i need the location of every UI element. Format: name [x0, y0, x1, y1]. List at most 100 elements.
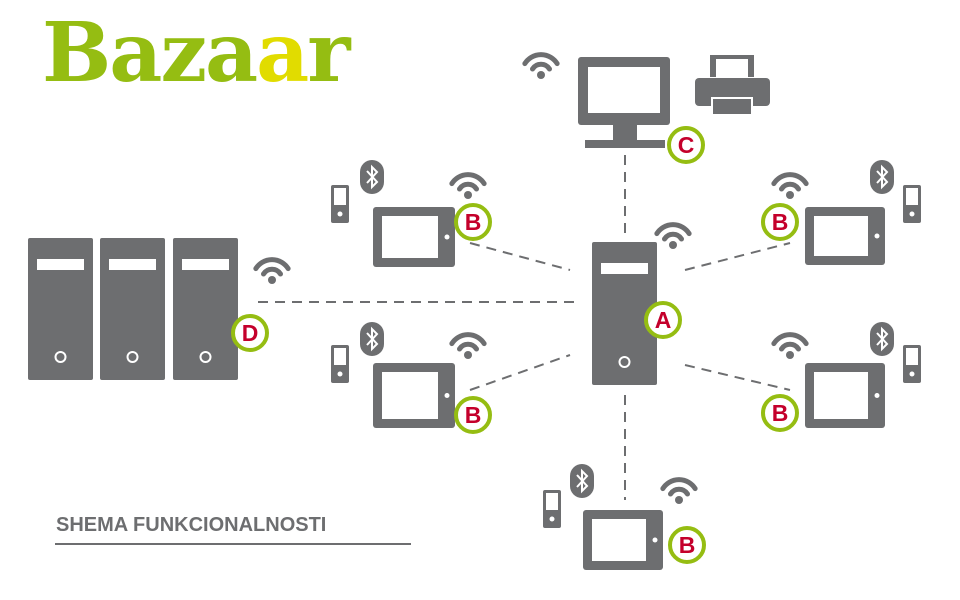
badge-ring [644, 301, 682, 339]
badge-ring [761, 394, 799, 432]
tablet-icon [583, 510, 663, 570]
wifi-arc [449, 172, 487, 187]
bluetooth-glyph [876, 326, 889, 352]
badge-letter: B [772, 209, 789, 235]
connection-line [684, 242, 791, 271]
badge-ring [454, 203, 492, 241]
tower-power [126, 351, 139, 363]
wifi-dot [268, 276, 276, 284]
wifi-icon [253, 257, 291, 284]
tower-slot [601, 263, 648, 274]
tower-slot [182, 259, 229, 270]
badge-tablet: B [761, 203, 799, 241]
logo-text-end: r [307, 5, 350, 101]
badge-ring [667, 126, 705, 164]
wifi-arc [668, 486, 690, 497]
bluetooth-icon [570, 464, 594, 498]
badge-tablet: B [668, 526, 706, 564]
wifi-icon [449, 332, 487, 359]
wifi-icon [771, 172, 809, 199]
phone-button [337, 371, 343, 377]
tablet-icon [805, 363, 885, 428]
workstation-icon [578, 57, 670, 148]
tablet-button [652, 537, 658, 543]
badge-tablet: B [761, 394, 799, 432]
wifi-arc [253, 257, 291, 272]
badge-letter: B [772, 400, 789, 426]
mobile-phone-icon [903, 185, 921, 223]
tower-power [199, 351, 212, 363]
printer-paper [716, 59, 748, 77]
phone-button [909, 211, 915, 217]
wifi-arc [660, 477, 698, 492]
badge-letter: B [465, 209, 482, 235]
phone-screen [334, 188, 346, 205]
bluetooth-icon [870, 322, 894, 356]
tablet-screen [814, 372, 868, 419]
bluetooth-glyph [576, 468, 589, 494]
server-tower-icon [28, 238, 93, 380]
phone-button [909, 371, 915, 377]
tablet-screen [382, 216, 438, 258]
server-tower-icon [100, 238, 165, 380]
monitor-base [585, 140, 665, 148]
tablet-icon [373, 207, 455, 267]
badge-tablet: B [454, 203, 492, 241]
phone-screen [906, 188, 918, 205]
central-server-icon [592, 242, 657, 385]
badge-letter: B [679, 532, 696, 558]
tower-power [618, 356, 631, 368]
phone-button [337, 211, 343, 217]
wifi-arc [779, 341, 801, 352]
badge-server_farm: D [231, 314, 269, 352]
bluetooth-glyph [366, 164, 379, 190]
tablet-screen [814, 216, 868, 256]
wifi-arc [457, 181, 479, 192]
tower-body [592, 242, 657, 385]
bluetooth-glyph [366, 326, 379, 352]
wifi-arc [522, 52, 560, 67]
wifi-arc [771, 172, 809, 187]
bluetooth-glyph [876, 164, 889, 190]
tablet-screen [382, 372, 438, 419]
wifi-arc [457, 341, 479, 352]
monitor-stand [613, 125, 637, 140]
wifi-dot [786, 191, 794, 199]
phone-screen [334, 348, 346, 365]
badge-letter: D [242, 320, 259, 346]
tablet-screen [592, 519, 646, 561]
badge-ring [761, 203, 799, 241]
wifi-arc [449, 332, 487, 347]
wifi-dot [675, 496, 683, 504]
wifi-dot [464, 191, 472, 199]
wifi-arc [530, 61, 552, 72]
wifi-dot [669, 241, 677, 249]
connection-line [684, 364, 791, 391]
wifi-arc [771, 332, 809, 347]
logo-text: Baza [42, 5, 258, 101]
tower-power [54, 351, 67, 363]
bluetooth-icon [360, 160, 384, 194]
tower-slot [37, 259, 84, 270]
connection-line [469, 242, 571, 271]
phone-screen [546, 493, 558, 510]
wifi-arc [779, 181, 801, 192]
tablet-button [874, 233, 880, 239]
wifi-arc [662, 231, 684, 242]
wifi-arc [261, 266, 283, 277]
monitor-screen [588, 67, 660, 113]
phone-button [549, 516, 555, 522]
badge-letter: A [655, 307, 672, 333]
wifi-dot [464, 351, 472, 359]
tablet-button [444, 234, 450, 240]
mobile-phone-icon [331, 345, 349, 383]
printer-icon [695, 55, 770, 116]
tablet-button [874, 393, 880, 398]
tablet-icon [805, 207, 885, 265]
tower-body [28, 238, 93, 380]
wifi-icon [522, 52, 560, 79]
connection-line [469, 354, 571, 391]
tower-slot [109, 259, 156, 270]
